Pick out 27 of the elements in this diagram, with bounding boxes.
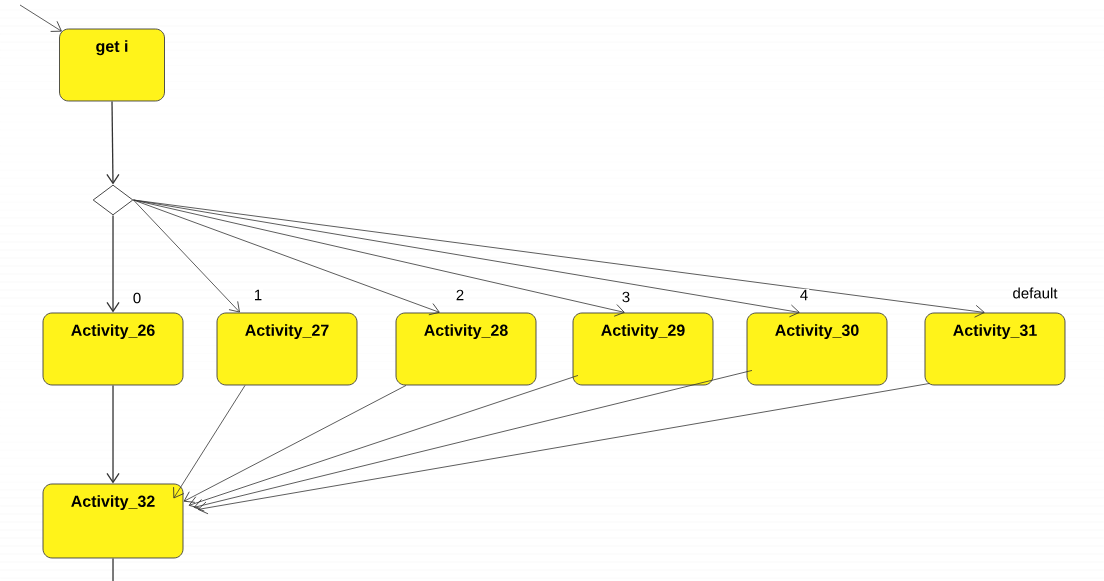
arrow	[106, 100, 120, 185]
activity-box: Activity_27	[216, 312, 358, 386]
arrow	[133, 199, 240, 313]
activity-box: Activity_26	[42, 312, 184, 386]
arrow	[106, 384, 120, 484]
edge-label: 4	[798, 288, 810, 302]
arrow	[133, 199, 985, 318]
arrow	[19, 4, 62, 32]
activity-box: Activity_30	[746, 312, 888, 386]
decision-diamond	[92, 184, 134, 216]
activity-box: Activity_28	[395, 312, 537, 386]
activity-box: Activity_31	[924, 312, 1066, 386]
arrow	[106, 214, 120, 313]
arrow	[183, 385, 407, 503]
activity-box: Activity_29	[572, 312, 714, 386]
activity-box: Activity_32	[42, 483, 184, 559]
arrow	[197, 383, 930, 515]
arrow	[173, 385, 246, 499]
edge-label: 3	[620, 290, 632, 304]
edge-label: 1	[252, 288, 264, 302]
edge-label: default	[1011, 286, 1059, 300]
arrow	[133, 199, 440, 316]
arrow	[188, 375, 579, 509]
edge-label: 0	[131, 291, 143, 305]
edge-label: 2	[454, 288, 466, 302]
activity-box: get i	[59, 28, 165, 102]
arrow	[193, 370, 753, 512]
